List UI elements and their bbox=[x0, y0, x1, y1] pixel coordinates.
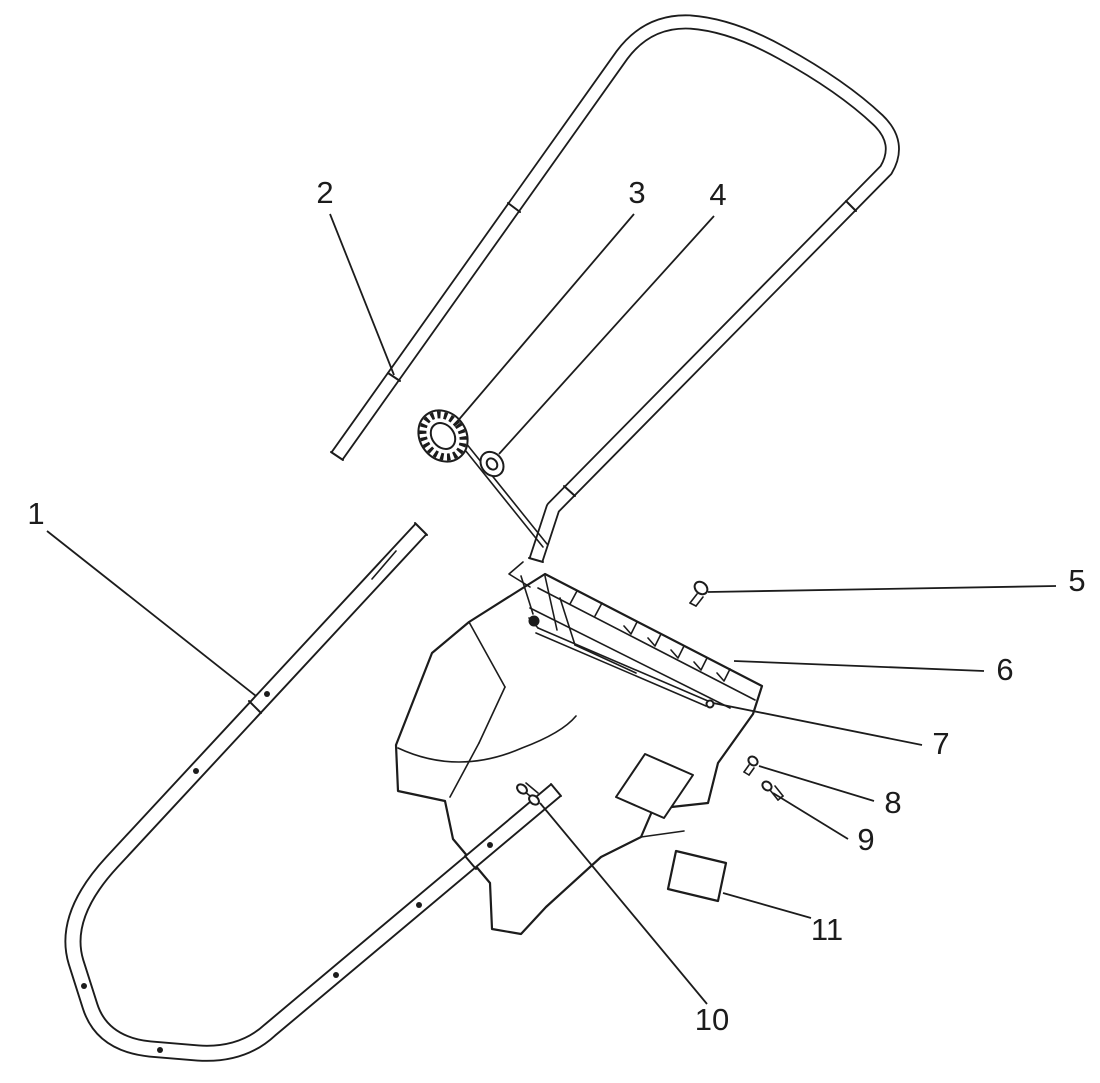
flange-rib bbox=[716, 668, 731, 682]
upper-handle-tube-highlight bbox=[332, 16, 899, 562]
flange-inner-edge bbox=[537, 587, 756, 701]
lower-handle-tip-crimp bbox=[371, 550, 397, 580]
lower-handle-end-cap-right bbox=[550, 783, 562, 797]
console-flange-return bbox=[574, 644, 637, 674]
console-crease bbox=[478, 686, 506, 744]
upper-handle-joint-tick bbox=[507, 202, 521, 213]
mount-hole bbox=[416, 902, 422, 908]
console-sweep-curve bbox=[397, 715, 577, 763]
console-flange-return bbox=[559, 597, 576, 646]
console-step-edge bbox=[640, 830, 685, 838]
flange-rib bbox=[670, 645, 685, 659]
flange-rib bbox=[647, 633, 662, 647]
upper-handle-tube-outline bbox=[330, 14, 900, 563]
callout-6-leader bbox=[733, 660, 985, 672]
decal bbox=[666, 849, 728, 903]
console-stem-edge bbox=[520, 575, 534, 615]
callout-10-leader bbox=[539, 802, 708, 1005]
screw-shank bbox=[743, 764, 750, 773]
callout-11-leader bbox=[722, 892, 812, 919]
screw-tip bbox=[743, 771, 750, 776]
screw-head bbox=[761, 780, 773, 792]
mount-hole bbox=[81, 983, 87, 989]
callout-8-label: 8 bbox=[884, 785, 901, 820]
callout-1-label: 1 bbox=[27, 496, 44, 531]
callout-2-leader bbox=[329, 213, 395, 376]
screw-shank bbox=[774, 785, 784, 797]
screw-head bbox=[693, 580, 709, 596]
console-surface-lines bbox=[397, 561, 731, 838]
bolt-lower bbox=[516, 782, 540, 806]
callout-11-label: 11 bbox=[811, 912, 843, 947]
callout-layer: 1 2 3 4 5 6 789 10 11 bbox=[27, 175, 1085, 1037]
upper-handle-joint-tick bbox=[845, 200, 857, 212]
callout-7-leader bbox=[712, 702, 923, 746]
screw-shank bbox=[689, 593, 698, 604]
screw-shank bbox=[695, 596, 704, 607]
upper-handle-end-cap-right bbox=[528, 557, 544, 563]
washer bbox=[479, 450, 505, 478]
console-crease bbox=[449, 742, 480, 798]
mount-hole bbox=[193, 768, 199, 774]
callout-5-leader bbox=[707, 585, 1057, 593]
callout-2-label: 2 bbox=[316, 175, 333, 210]
flange-rib bbox=[693, 657, 708, 671]
callout-6-label: 6 bbox=[996, 652, 1013, 687]
screw-shank bbox=[769, 789, 779, 801]
upper-handle-joint-tick bbox=[387, 372, 401, 382]
console-peak-edge bbox=[544, 575, 558, 631]
rod-end bbox=[705, 699, 715, 709]
callout-7-label: 7 bbox=[932, 726, 949, 761]
callout-9-leader bbox=[772, 792, 849, 840]
console-tray-recess bbox=[615, 753, 694, 819]
callout-5-label: 5 bbox=[1068, 563, 1085, 598]
upper-handle-joint-tick bbox=[563, 485, 576, 497]
mount-hole bbox=[333, 972, 339, 978]
console-crease bbox=[468, 621, 506, 688]
callout-9-label: 9 bbox=[857, 822, 874, 857]
knob-top-face bbox=[429, 422, 457, 450]
callout-8-leader bbox=[758, 765, 875, 802]
callout-3-label: 3 bbox=[628, 175, 645, 210]
screw-head bbox=[747, 755, 759, 767]
handle-knob bbox=[417, 409, 469, 463]
callout-4-leader bbox=[498, 215, 715, 455]
flange-slot bbox=[569, 590, 578, 605]
screw-right-upper bbox=[743, 755, 759, 776]
callout-3-leader bbox=[455, 213, 635, 424]
console-handle-socket bbox=[508, 561, 531, 588]
bolt-head bbox=[516, 783, 528, 795]
washer-hole bbox=[485, 457, 499, 471]
console-top-surface-edge bbox=[529, 607, 731, 709]
mount-hole bbox=[157, 1047, 163, 1053]
console-rib-flange bbox=[537, 587, 756, 701]
flange-rib bbox=[623, 621, 638, 635]
callout-10-label: 10 bbox=[695, 1002, 729, 1037]
mount-hole bbox=[264, 691, 270, 697]
flange-slot bbox=[594, 602, 603, 617]
rod-edge bbox=[535, 632, 707, 707]
callout-1-leader bbox=[46, 530, 257, 697]
lower-handle-tube-highlight bbox=[66, 524, 561, 1060]
console-pivot-dot bbox=[528, 615, 540, 627]
rod-edge bbox=[537, 627, 709, 702]
knob-knurled-ring bbox=[419, 411, 467, 461]
lower-handle bbox=[64, 522, 562, 1062]
screw-tip bbox=[689, 602, 697, 607]
callout-4-label: 4 bbox=[709, 177, 726, 212]
screw-shank bbox=[748, 767, 755, 776]
lower-handle-joint-tick bbox=[464, 855, 477, 870]
lower-handle-end-cap-top bbox=[414, 522, 428, 536]
upper-handle bbox=[330, 14, 900, 563]
mount-hole bbox=[487, 842, 493, 848]
bolt-body bbox=[525, 782, 539, 794]
lower-handle-joint-tick bbox=[248, 700, 262, 714]
upper-handle-end-cap-left bbox=[330, 451, 344, 461]
bolt-shaft-edge bbox=[452, 426, 548, 545]
screw-top bbox=[689, 580, 709, 607]
